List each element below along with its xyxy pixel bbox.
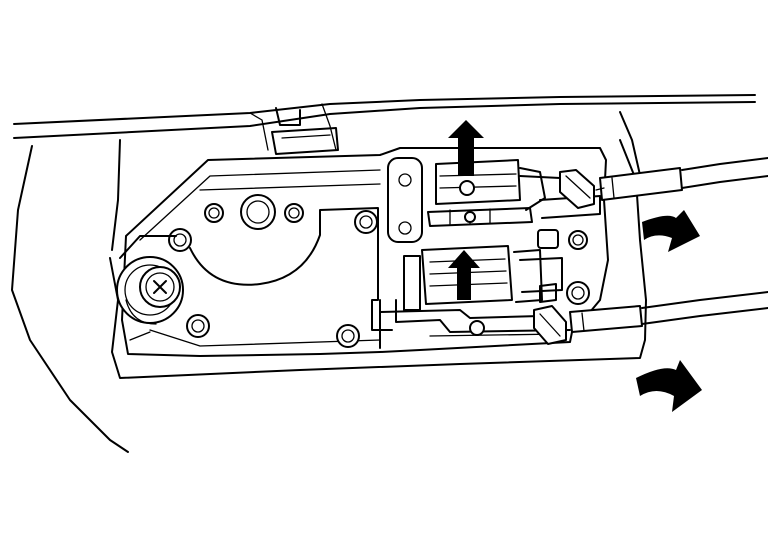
screw-boss	[116, 235, 184, 325]
lower-cable	[533, 291, 768, 345]
slotted-bracket	[387, 157, 423, 243]
handle-housing-bezel	[109, 139, 647, 379]
mounting-holes	[168, 194, 590, 348]
upper-lever-assembly	[427, 159, 601, 249]
lower-lever-assembly	[379, 245, 571, 349]
up-arrow-icon	[448, 120, 484, 176]
plate-cutout	[189, 207, 393, 331]
curved-arrow-icon	[636, 360, 702, 412]
curved-arrow-icon	[642, 210, 700, 252]
upper-cable	[519, 157, 768, 209]
top-clip	[271, 107, 339, 155]
up-arrow-icon	[448, 250, 480, 300]
door-panel-outline	[11, 94, 756, 453]
screw-icon	[153, 280, 167, 294]
